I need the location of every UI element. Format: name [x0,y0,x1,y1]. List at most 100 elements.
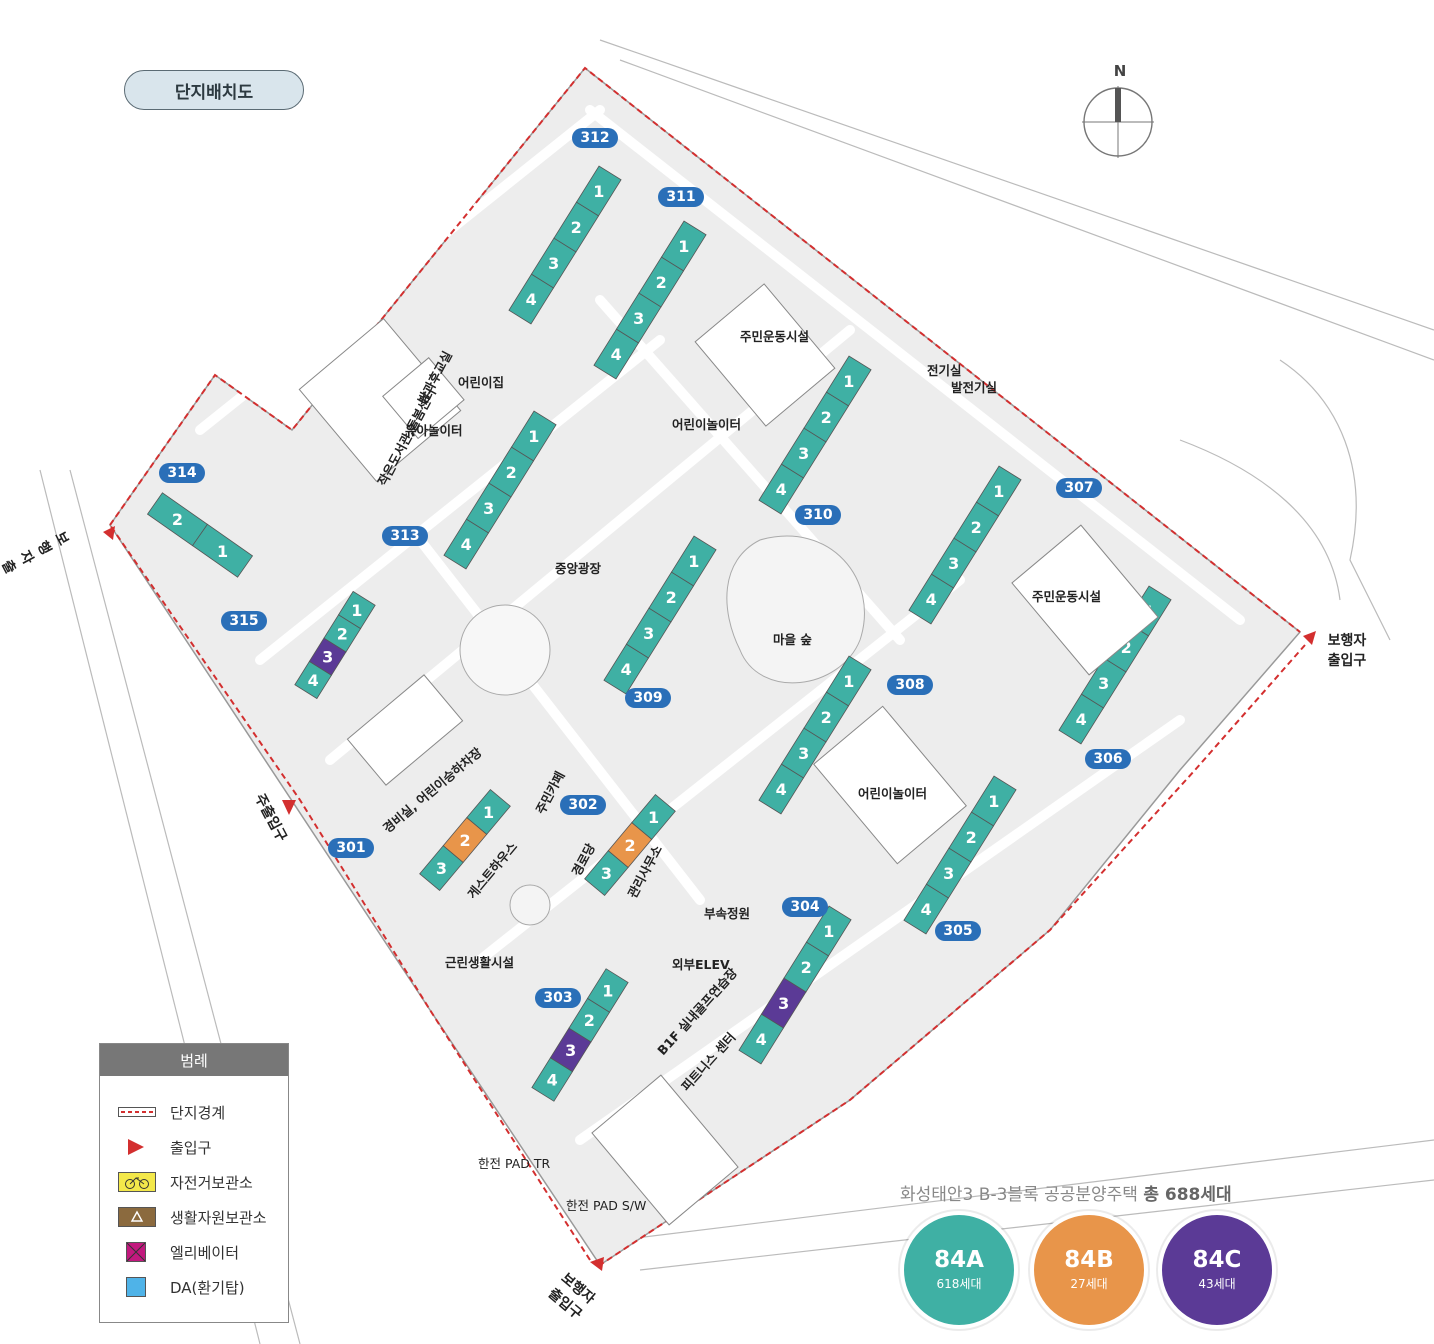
facility-label: 주민운동시설 [1032,589,1102,604]
building-unit-block [660,220,707,272]
building-line-number: 2 [966,828,977,847]
building-line-number: 1 [602,981,613,1000]
building-line-number: 4 [921,900,932,919]
facility-label: 어린이집 [458,375,505,390]
building-number: 301 [328,838,374,858]
building-line-number: 3 [601,864,612,883]
facility-label: 부속정원 [704,906,751,921]
building-line-number: 1 [823,922,834,941]
building-line-number: 2 [172,510,183,529]
building-number: 312 [572,128,618,148]
building-line-number: 2 [821,708,832,727]
legend-item: 엘리베이터 [118,1240,239,1264]
building-line-number: 1 [843,672,854,691]
building-unit-block [670,535,717,587]
building-line-number: 3 [565,1041,576,1060]
building-unit-block [631,793,676,840]
legend-item: 출입구 [118,1135,211,1159]
building-line-number: 4 [547,1071,558,1090]
building-line-number: 3 [436,859,447,878]
building-line-number: 3 [1098,674,1109,693]
building-line-number: 4 [461,535,472,554]
building-line-number: 1 [988,792,999,811]
building-number: 308 [887,675,933,695]
legend-label: 생활자원보관소 [170,1208,267,1227]
facility-label: 발전기실 [951,380,998,395]
building-line-number: 3 [798,444,809,463]
building-number: 313 [382,526,428,546]
vent-tower-icon [118,1276,156,1298]
building-line-number: 2 [656,273,667,292]
building-number: 309 [625,688,671,708]
building-line-number: 2 [584,1011,595,1030]
legend-item: DA(환기탑) [118,1275,245,1299]
building-line-number: 3 [798,744,809,763]
legend-item: 자전거보관소 [118,1170,253,1194]
building-line-number: 4 [776,780,787,799]
building-line-number: 1 [993,482,1004,501]
building-line-number: 2 [571,218,582,237]
facility-label: 외부ELEV [672,957,730,972]
building-line-number: 2 [1121,638,1132,657]
facility-label: 전기실 [927,363,962,378]
recycle-icon [118,1206,156,1228]
buildings-layer: 4321432143214321214321432143214321432143… [146,165,1172,1102]
building-number: 311 [658,187,704,207]
entrance-left-icon [103,526,115,540]
summary-text: 화성태안3 B-3블록 공공분양주택 총 688세대 [900,1180,1232,1205]
building-line-number: 4 [756,1030,767,1049]
facility-label: 주민운동시설 [740,329,810,344]
building-unit-block [575,165,622,217]
apartment-building: 321 [419,788,511,892]
building-line-number: 4 [621,660,632,679]
building-line-number: 1 [217,542,228,561]
central-plaza [459,604,551,696]
legend-label: 엘리베이터 [170,1243,240,1262]
building-line-number: 1 [528,427,539,446]
site-boundary [109,66,1306,1266]
unit-type-name: 84A [934,1246,984,1273]
north-label: N [1113,62,1127,80]
building-line-number: 4 [926,590,937,609]
building-number: 306 [1085,749,1131,769]
small-garden [509,884,551,926]
facility-label: 한전 PAD TR [478,1156,551,1171]
building-unit-block [510,410,557,462]
unit-type-count: 43세대 [1198,1276,1236,1291]
facility-label: 어린이놀이터 [672,417,742,432]
building-line-number: 3 [778,994,789,1013]
building-line-number: 3 [643,624,654,643]
facility-label: 어린이놀이터 [858,786,928,801]
entrance-right-icon [1303,631,1316,645]
facility-label: 유아놀이터 [405,423,463,438]
facility-label: 근린생활시설 [445,955,515,970]
bicycle-icon [118,1171,156,1193]
apartment-building: 321 [584,793,676,897]
boundary-line-icon [118,1101,156,1123]
building-line-number: 3 [948,554,959,573]
building-number: 302 [560,795,606,815]
building-line-number: 3 [483,499,494,518]
facility-blocks [298,283,1159,1226]
building-line-number: 3 [943,864,954,883]
building-line-number: 1 [843,372,854,391]
building-line-number: 4 [308,671,319,690]
building-line-number: 2 [821,408,832,427]
unit-type-name: 84C [1192,1246,1242,1273]
legend-label: 출입구 [170,1138,212,1157]
building-line-number: 1 [678,237,689,256]
building-unit-block [975,465,1022,517]
summary-total: 총 688세대 [1143,1185,1232,1205]
building-line-number: 3 [322,648,333,667]
